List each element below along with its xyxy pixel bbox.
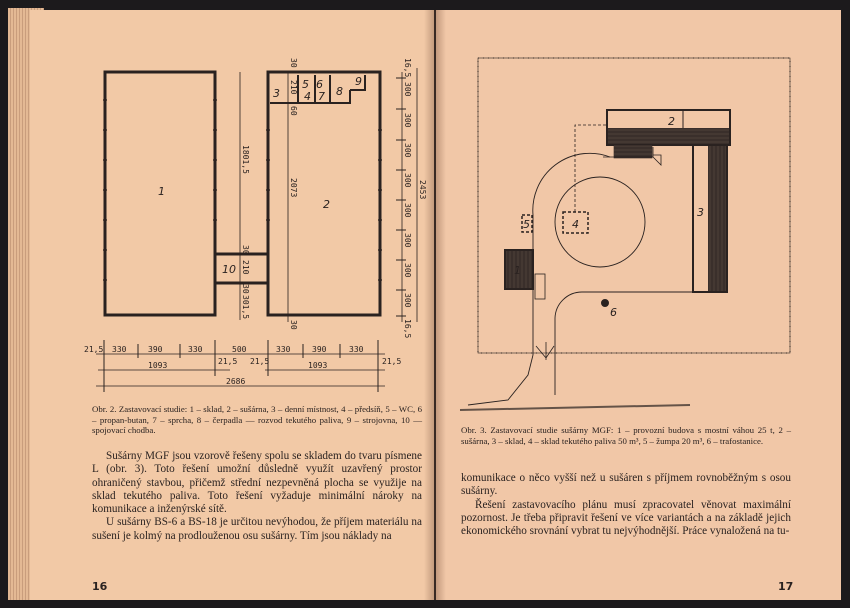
dimension-label: 301,5 bbox=[241, 295, 250, 319]
transformer-6 bbox=[601, 299, 609, 307]
left-page bbox=[30, 10, 434, 600]
road bbox=[532, 152, 611, 355]
room-label: 9 bbox=[355, 75, 362, 88]
room-label: 8 bbox=[336, 85, 343, 98]
building-1-operations bbox=[504, 249, 534, 290]
dimension-label: 210 bbox=[289, 80, 298, 95]
dimension-label: 16,5 bbox=[403, 319, 412, 338]
paragraph: U sušárny BS-6 a BS-18 je určitou nevýho… bbox=[92, 516, 422, 542]
site-label: 3 bbox=[697, 206, 704, 219]
room-label: 1 bbox=[158, 185, 165, 198]
site-label: 4 bbox=[572, 218, 579, 231]
site-label: 6 bbox=[610, 306, 617, 319]
dimension-label: 300 bbox=[403, 113, 412, 128]
dimension-label: 210 bbox=[241, 260, 250, 275]
dimension-label: 300 bbox=[403, 143, 412, 158]
dimension-label: 300 bbox=[403, 293, 412, 308]
dimension-label: 500 bbox=[232, 345, 247, 354]
dimension-label: 2073 bbox=[289, 178, 298, 197]
cesspit-5 bbox=[521, 214, 533, 233]
right-body-text: komunikace o něco vyšší než u sušáren s … bbox=[461, 472, 791, 538]
dimension-label: 60 bbox=[289, 106, 298, 116]
dimension-label: 300 bbox=[403, 173, 412, 188]
figure-3-labels: 2 3 4 5 1 6 bbox=[514, 115, 704, 319]
dimension-label: 330 bbox=[188, 345, 203, 354]
figure-3-caption: Obr. 3. Zastavovací studie sušárny MGF: … bbox=[461, 425, 791, 446]
dimension-label: 2453 bbox=[418, 180, 427, 199]
paragraph: Řešení zastavovacího plánu musí zpracova… bbox=[461, 498, 791, 538]
left-body-text: Sušárny MGF jsou vzorově řešeny spolu se… bbox=[92, 450, 422, 543]
dimension-label: 390 bbox=[148, 345, 163, 354]
building-3-warehouse bbox=[692, 144, 728, 293]
dimension-label: 21,5 bbox=[218, 357, 237, 366]
site-label: 1 bbox=[514, 264, 521, 277]
dimension-label: 30 bbox=[241, 284, 250, 294]
dimension-label: 330 bbox=[112, 345, 127, 354]
building-1-outline bbox=[103, 70, 217, 317]
service-rooms bbox=[270, 75, 366, 104]
road bbox=[554, 291, 693, 395]
room-label: 10 bbox=[222, 263, 236, 276]
figure-2-labels: 1 2 3 4 5 6 7 8 9 10 1801,5 2073 30 210 … bbox=[84, 58, 427, 386]
paragraph: Sušárny MGF jsou vzorově řešeny spolu se… bbox=[92, 450, 422, 516]
right-page bbox=[436, 10, 841, 600]
dimension-label: 30 bbox=[289, 320, 298, 330]
figure-2-caption: Obr. 2. Zastavovací studie: 1 – sklad, 2… bbox=[92, 404, 422, 435]
dimension-label: 16,5 bbox=[403, 58, 412, 77]
site-boundary bbox=[477, 57, 791, 354]
room-label: 2 bbox=[323, 198, 330, 211]
dimension-label: 30 bbox=[289, 58, 298, 68]
dimension-label: 1093 bbox=[308, 361, 327, 370]
paragraph: komunikace o něco vyšší než u sušáren s … bbox=[461, 472, 791, 498]
room-label: 7 bbox=[318, 90, 325, 103]
dimension-label: 390 bbox=[312, 345, 327, 354]
dimension-label: 30 bbox=[241, 245, 250, 255]
fuel-tank-4 bbox=[562, 211, 589, 234]
room-label: 5 bbox=[302, 78, 309, 91]
room-label: 6 bbox=[316, 78, 323, 91]
dimension-label: 1093 bbox=[148, 361, 167, 370]
room-label: 3 bbox=[273, 87, 280, 100]
page-number: 17 bbox=[778, 580, 794, 593]
dimension-label: 21,5 bbox=[250, 357, 269, 366]
dimension-label: 300 bbox=[403, 263, 412, 278]
page-number: 16 bbox=[92, 580, 108, 593]
dimension-label: 2686 bbox=[226, 377, 245, 386]
site-label: 5 bbox=[523, 218, 530, 231]
dimension-label: 300 bbox=[403, 233, 412, 248]
room-label: 4 bbox=[304, 90, 311, 103]
site-label: 2 bbox=[668, 115, 675, 128]
fuel-area-circle bbox=[554, 176, 646, 268]
dimension-label: 1801,5 bbox=[241, 145, 250, 174]
dimension-label: 300 bbox=[403, 203, 412, 218]
building-2-outline bbox=[266, 70, 382, 317]
dimension-label: 21,5 bbox=[84, 345, 103, 354]
dimension-label: 330 bbox=[276, 345, 291, 354]
building-2-dryer bbox=[606, 109, 731, 146]
dimension-label: 300 bbox=[403, 82, 412, 97]
dimension-label: 21,5 bbox=[382, 357, 401, 366]
book-gutter bbox=[424, 10, 446, 600]
dimension-label: 330 bbox=[349, 345, 364, 354]
